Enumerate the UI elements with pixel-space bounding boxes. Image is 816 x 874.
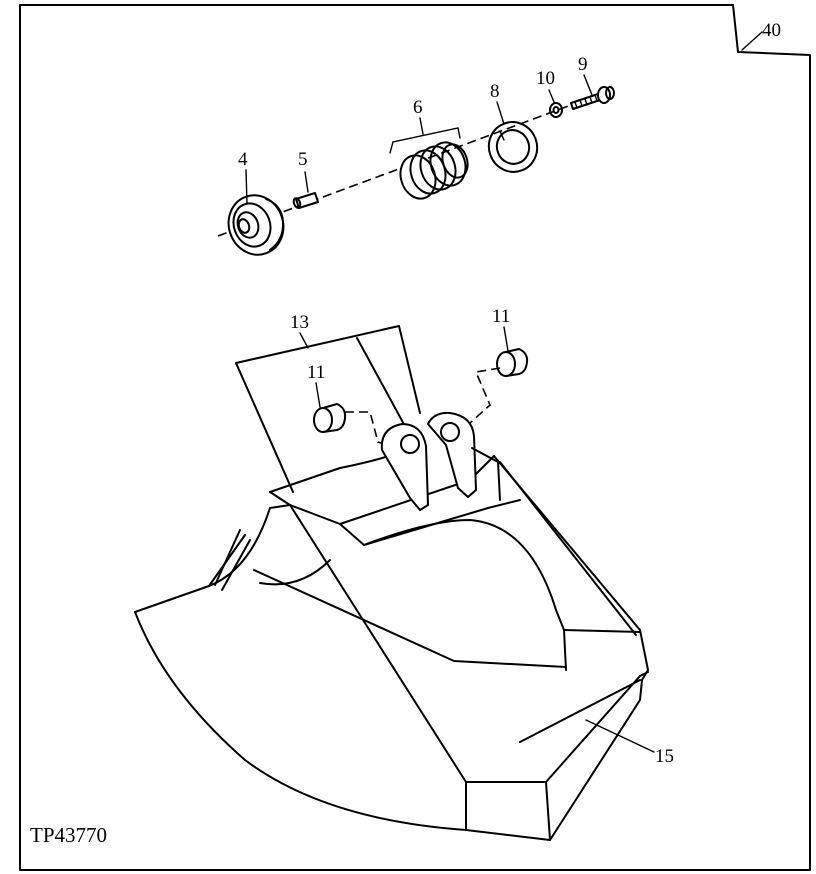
callout-11-right-leader xyxy=(503,326,509,352)
page-number: 40 xyxy=(762,20,781,41)
callout-5: 5 xyxy=(298,149,308,170)
callout-6-bracket xyxy=(389,127,461,154)
part-13-inner-line xyxy=(356,337,407,429)
callout-13: 13 xyxy=(290,312,309,333)
part-9-bolt xyxy=(570,86,615,110)
bushing-right-axis xyxy=(459,367,501,433)
part-10-washer xyxy=(549,102,563,118)
part-13-plate xyxy=(235,325,421,493)
callout-5-leader xyxy=(304,171,309,193)
part-11-bushing-right xyxy=(496,348,529,377)
page-border xyxy=(19,4,811,871)
callout-8: 8 xyxy=(490,81,500,102)
callout-11-left-leader xyxy=(315,382,321,408)
page-number-leader xyxy=(741,31,763,51)
callout-4: 4 xyxy=(238,149,248,170)
callout-10-leader xyxy=(548,89,555,103)
callout-6-leader xyxy=(419,117,424,135)
callout-10: 10 xyxy=(536,68,555,89)
callout-11-right: 11 xyxy=(492,306,510,327)
callout-11-left: 11 xyxy=(307,362,325,383)
part-4-bushing xyxy=(227,194,285,256)
figure-id: TP43770 xyxy=(30,823,107,847)
callout-4-leader xyxy=(245,169,248,205)
callout-13-leader xyxy=(299,332,309,349)
part-6-spring xyxy=(399,141,469,200)
callout-9-leader xyxy=(583,74,593,96)
callout-15-leader xyxy=(585,719,655,753)
callout-9: 9 xyxy=(578,54,588,75)
part-11-bushing-left xyxy=(313,403,347,433)
bucket-body xyxy=(134,411,649,841)
part-8-ring xyxy=(487,121,539,173)
callout-15: 15 xyxy=(655,746,674,767)
callout-8-leader xyxy=(496,101,505,125)
callout-6: 6 xyxy=(413,97,423,118)
part-5-pin xyxy=(292,192,319,209)
